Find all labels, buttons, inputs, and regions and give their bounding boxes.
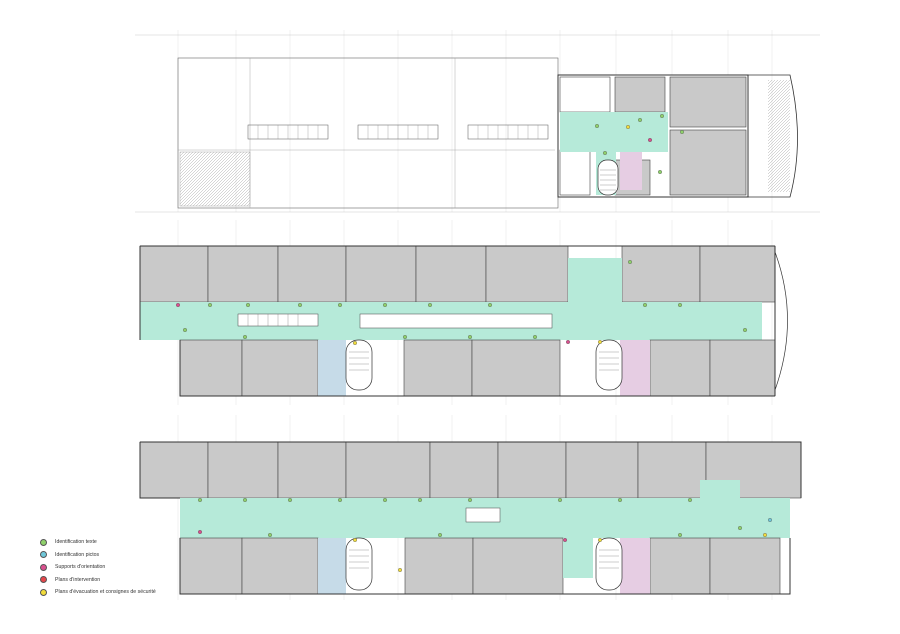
legend-label: Plans d'intervention (55, 576, 101, 583)
floor-plan-level-bottom (139, 415, 802, 600)
floor-plan-level-middle (139, 220, 788, 405)
floor-plan-level-top (135, 30, 820, 213)
legend-label: Supports d'orientation (55, 564, 106, 571)
legend-item-supports-orientation: Supports d'orientation (40, 561, 156, 574)
legend: Identification texte Identification pict… (40, 536, 156, 599)
legend-marker-magenta-icon (40, 563, 47, 571)
legend-item-identification-texte: Identification texte (40, 536, 156, 549)
legend-item-identification-pictos: Identification pictos (40, 549, 156, 562)
legend-marker-red-icon (40, 576, 47, 584)
legend-item-plans-intervention: Plans d'intervention (40, 574, 156, 587)
legend-item-plans-evacuation: Plans d'évacuation et consignes de sécur… (40, 586, 156, 599)
legend-label: Identification texte (55, 539, 97, 546)
legend-label: Plans d'évacuation et consignes de sécur… (55, 589, 156, 596)
legend-label: Identification pictos (55, 551, 100, 558)
legend-marker-yellow-icon (40, 588, 47, 596)
legend-marker-green-icon (40, 538, 47, 546)
legend-marker-blue-icon (40, 551, 47, 559)
